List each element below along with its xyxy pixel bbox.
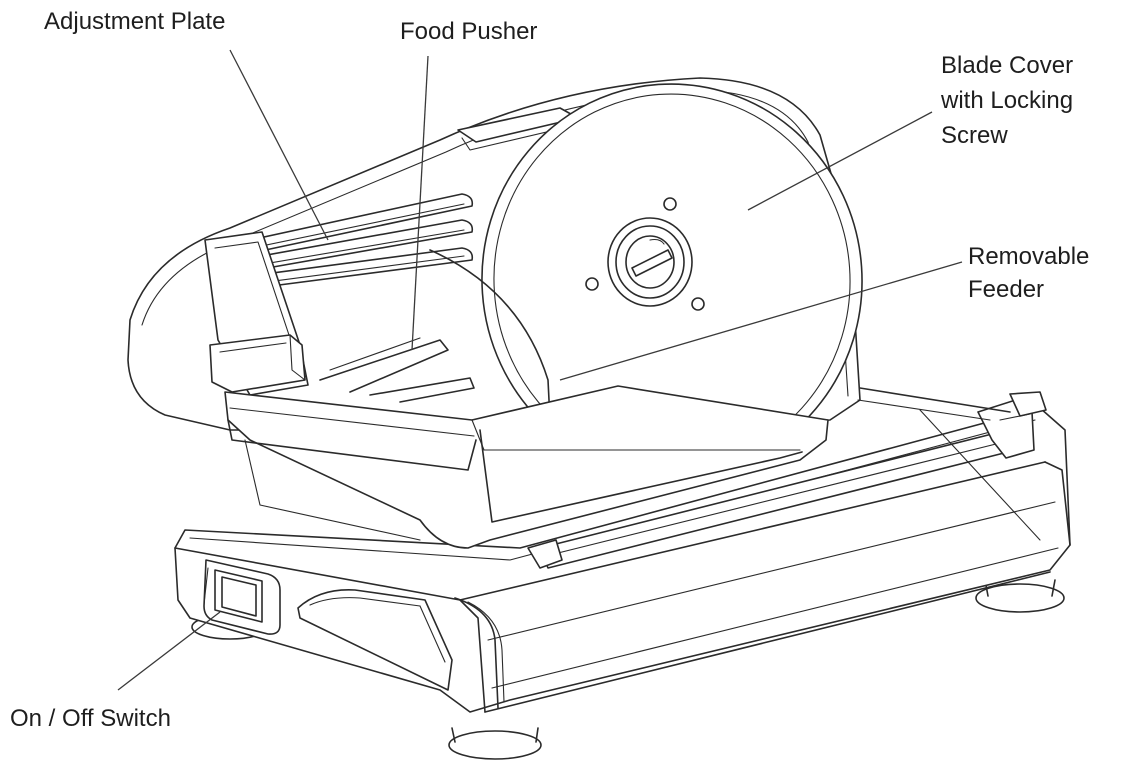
label-removable-feeder: Removable Feeder <box>968 240 1089 306</box>
leader-on-off-switch <box>117 611 221 691</box>
label-blade-cover-line-2: with Locking <box>941 87 1074 114</box>
leader-adjustment-plate <box>229 49 329 241</box>
leader-removable-feeder <box>559 261 963 381</box>
label-removable-feeder-line-2: Feeder <box>968 276 1045 303</box>
leader-food-pusher <box>411 55 429 351</box>
label-adjustment-plate-text: Adjustment Plate <box>44 8 226 35</box>
removable-feeder <box>224 337 1047 569</box>
label-food-pusher-text: Food Pusher <box>400 18 538 45</box>
label-blade-cover: Blade Cover with Locking Screw <box>941 48 1073 153</box>
leader-blade-cover <box>747 111 933 211</box>
label-removable-feeder-line-1: Removable <box>968 243 1090 270</box>
slicer-housing <box>127 77 863 477</box>
label-on-off-switch: On / Off Switch <box>10 702 171 736</box>
label-adjustment-plate: Adjustment Plate <box>44 5 225 39</box>
leader-lines <box>117 49 963 691</box>
label-blade-cover-line-1: Blade Cover <box>941 52 1074 79</box>
on-off-switch <box>203 559 281 635</box>
label-food-pusher: Food Pusher <box>400 15 537 49</box>
label-on-off-switch-text: On / Off Switch <box>10 705 171 732</box>
label-blade-cover-line-3: Screw <box>941 122 1008 149</box>
